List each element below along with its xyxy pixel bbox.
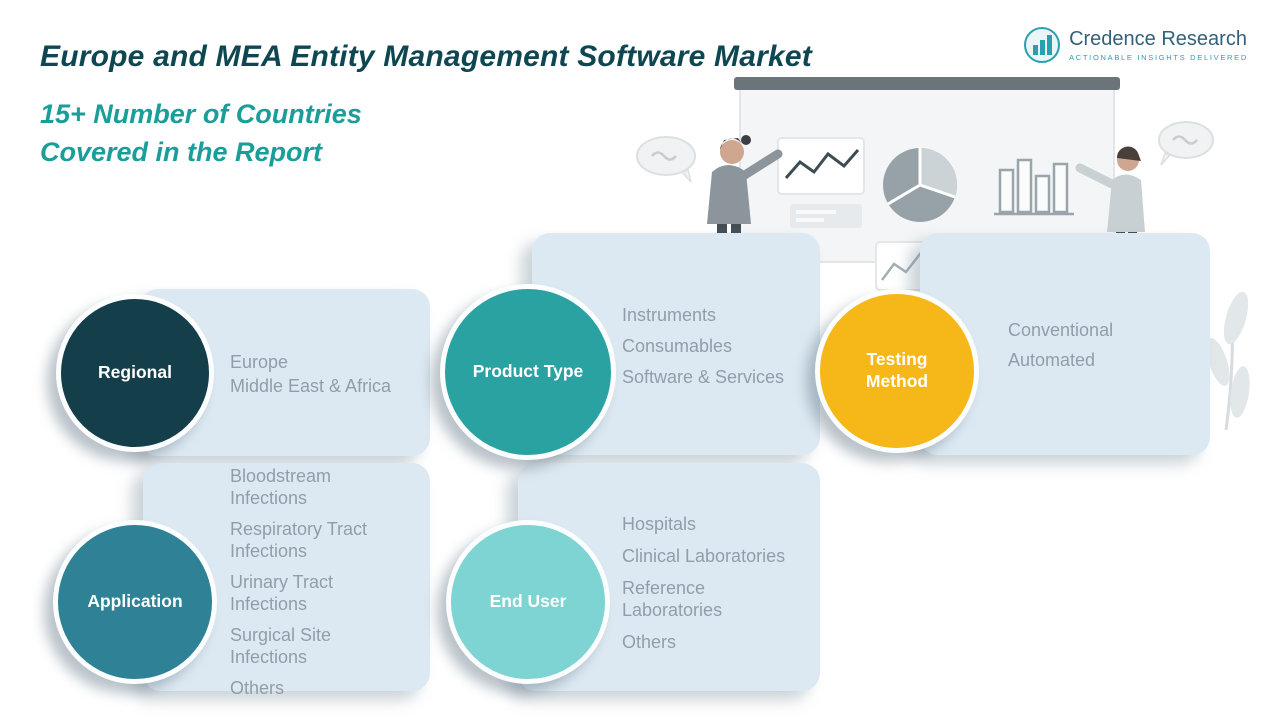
segment-bubble-application: Application bbox=[53, 520, 217, 684]
segment-items: Hospitals Clinical Laboratories Referenc… bbox=[622, 514, 792, 664]
segment-bubble-regional: Regional bbox=[56, 294, 214, 452]
segment-item: Reference Laboratories bbox=[622, 577, 723, 620]
segment-label: Testing Method bbox=[865, 349, 929, 391]
segment-item: Middle East & Africa bbox=[230, 375, 392, 396]
segment-item: Conventional bbox=[1008, 320, 1114, 340]
segment-item: Clinical Laboratories bbox=[622, 545, 786, 566]
segment-item: Automated bbox=[1008, 349, 1096, 370]
credence-logo-icon bbox=[1024, 27, 1061, 63]
credence-logo: Credence Research Actionable Insights De… bbox=[1023, 26, 1248, 64]
logo-tagline: Actionable Insights Delivered bbox=[1069, 53, 1248, 62]
document-card bbox=[790, 204, 862, 228]
segment-item: Others bbox=[622, 631, 677, 652]
segment-item: Respiratory Tract Infections bbox=[230, 518, 368, 561]
segment-item: Europe bbox=[230, 352, 289, 372]
pie-chart-icon bbox=[883, 148, 957, 222]
segment-item: Surgical Site Infections bbox=[230, 624, 332, 667]
speech-bubble-right-icon bbox=[1158, 121, 1214, 166]
logo-text: Credence Research Actionable Insights De… bbox=[1069, 28, 1248, 62]
subtitle-line-2: Covered in the Report bbox=[40, 136, 323, 167]
segment-item: Consumables bbox=[622, 335, 733, 356]
segment-label: Product Type bbox=[472, 361, 584, 382]
segment-label: Application bbox=[87, 591, 183, 612]
segment-item: Hospitals bbox=[622, 514, 697, 534]
segment-item: Urinary Tract Infections bbox=[230, 571, 334, 614]
segment-bubble-end-user: End User bbox=[446, 520, 610, 684]
segment-item: Others bbox=[230, 677, 285, 698]
line-chart-icon bbox=[777, 137, 865, 195]
logo-name: Credence Research bbox=[1069, 28, 1247, 50]
segment-label: End User bbox=[489, 591, 567, 612]
subtitle: 15+ Number of Countries Covered in the R… bbox=[40, 96, 362, 172]
segment-items: Europe Middle East & Africa bbox=[230, 352, 435, 400]
plant-icon bbox=[1206, 291, 1250, 431]
segment-items: Conventional Automated bbox=[1008, 320, 1198, 380]
segment-items: Instruments Consumables Software & Servi… bbox=[622, 305, 817, 398]
subtitle-line-1: 15+ Number of Countries bbox=[40, 99, 362, 129]
segment-item: Bloodstream Infections bbox=[230, 466, 332, 508]
segment-bubble-testing-method: Testing Method bbox=[815, 289, 979, 453]
presentation-illustration bbox=[636, 77, 1250, 431]
segment-label: Regional bbox=[98, 362, 172, 383]
segment-bubble-product-type: Product Type bbox=[440, 284, 616, 460]
segment-item: Instruments bbox=[622, 305, 717, 325]
speech-bubble-left-icon bbox=[636, 136, 696, 183]
bar-chart-icon bbox=[994, 158, 1074, 216]
segment-item: Software & Services bbox=[622, 366, 785, 387]
segment-items: Bloodstream Infections Respiratory Tract… bbox=[230, 466, 398, 709]
page-title: Europe and MEA Entity Management Softwar… bbox=[40, 40, 812, 74]
